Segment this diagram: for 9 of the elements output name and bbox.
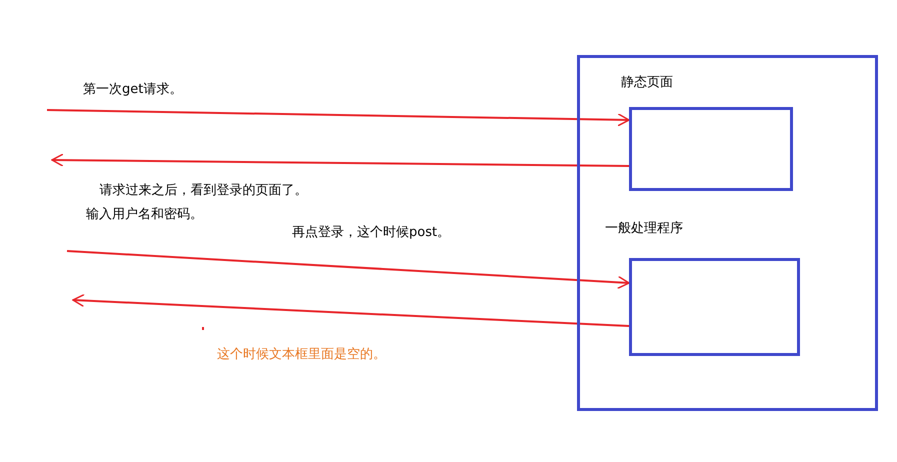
box-heading: 一般处理程序 (605, 220, 683, 237)
arrow (72, 294, 630, 327)
arrow (66, 250, 630, 290)
component-box (629, 258, 800, 356)
component-box (629, 107, 793, 191)
box-heading: 静态页面 (621, 74, 673, 91)
arrow (51, 153, 630, 167)
outer-frame (577, 55, 878, 411)
arrow (46, 109, 630, 127)
